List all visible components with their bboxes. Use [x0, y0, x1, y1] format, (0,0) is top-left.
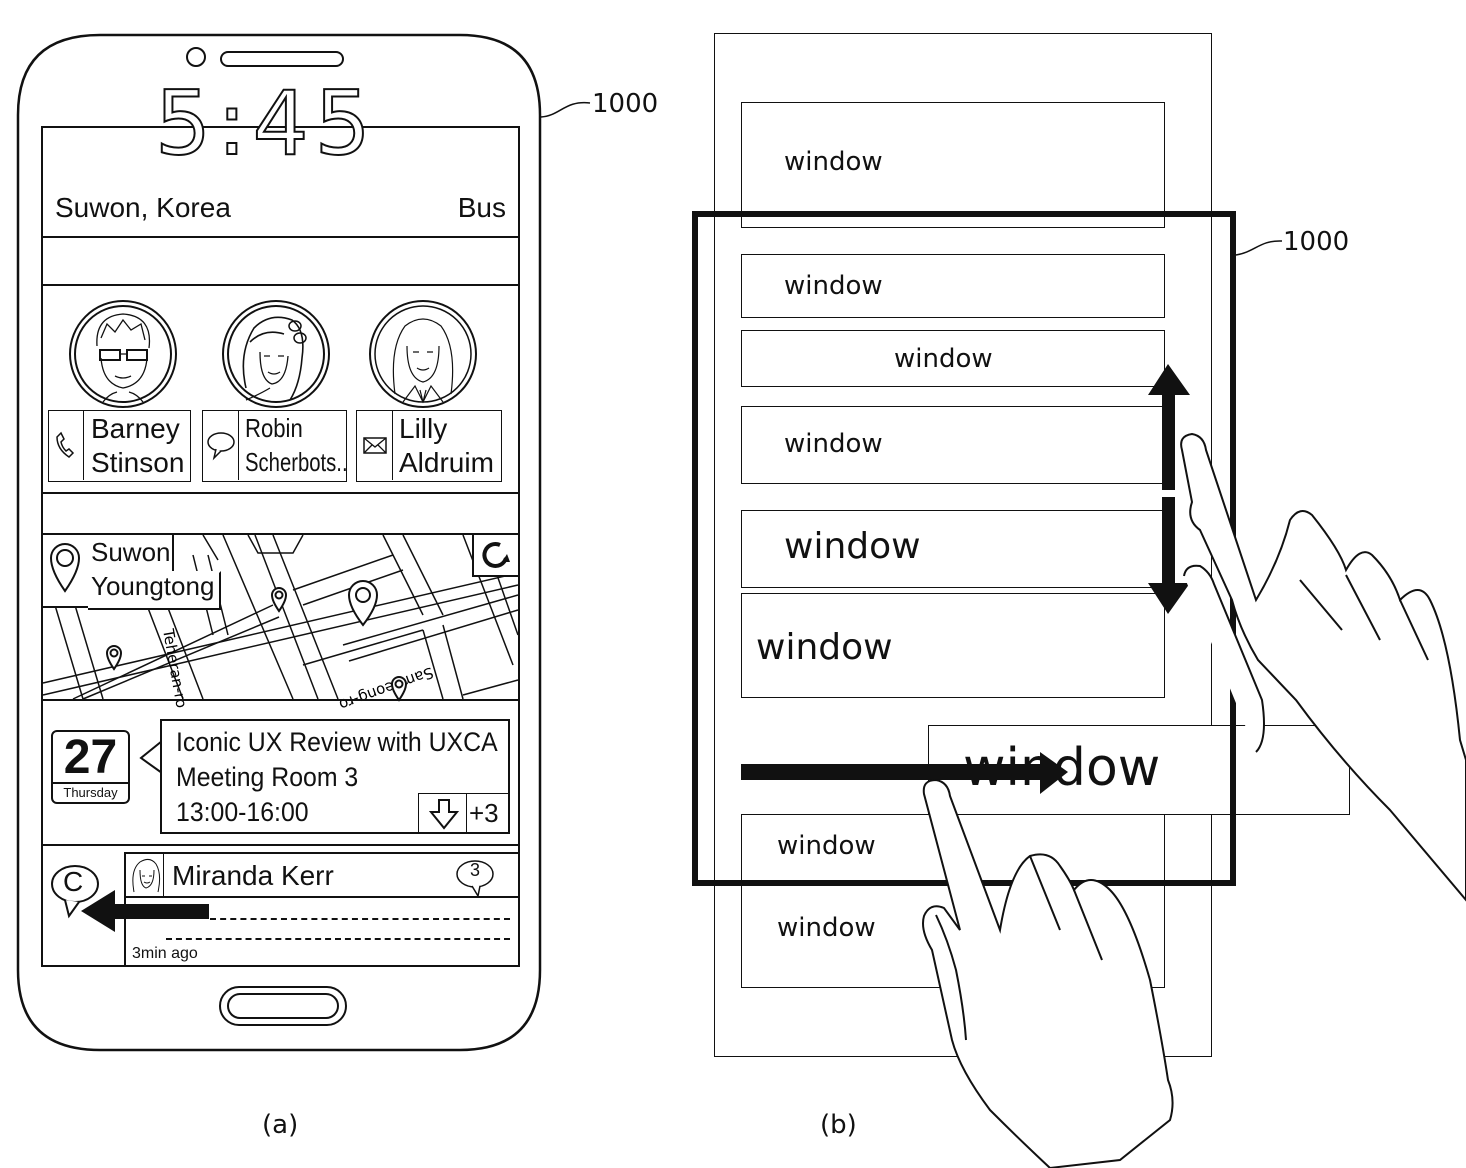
- panel-b-caption: (b): [820, 1110, 857, 1140]
- window-2[interactable]: window: [741, 254, 1165, 318]
- message-card[interactable]: Miranda Kerr 3 3min ago: [124, 852, 520, 967]
- calendar-date-badge: 27 Thursday: [51, 730, 130, 804]
- clock-transport: Bus: [457, 192, 506, 223]
- window-label: window: [894, 344, 993, 374]
- map-location-label-top: [88, 535, 174, 573]
- refresh-icon: [482, 542, 510, 568]
- contact-first-name: Robin: [245, 413, 303, 443]
- divider: [43, 533, 518, 535]
- reference-numeral-1000: 1000: [592, 89, 659, 119]
- chat-app-icon[interactable]: [47, 862, 103, 922]
- unread-count: 3: [470, 860, 481, 880]
- contact-first-name: Lilly: [399, 413, 448, 444]
- left-hand-drag-icon: [922, 778, 1174, 1168]
- message-widget[interactable]: C Miranda Kerr 3 3min ago: [43, 846, 520, 967]
- map-location-line2: Youngtong: [91, 571, 215, 601]
- map-location-label-bottom: [88, 571, 221, 610]
- window-3[interactable]: window: [741, 330, 1165, 387]
- window-label: window: [777, 913, 876, 943]
- panel-a-caption: (a): [262, 1110, 299, 1140]
- window-label: window: [784, 526, 921, 567]
- map-location-line1: Suwon: [91, 537, 171, 567]
- calendar-day-number: 27: [63, 731, 118, 784]
- window-6[interactable]: window: [741, 593, 1165, 698]
- window-4[interactable]: window: [741, 406, 1165, 484]
- divider: [43, 492, 518, 494]
- drag-right-arrow-icon: [741, 752, 1068, 794]
- divider: [53, 782, 128, 784]
- contact-last-name: Aldruim: [399, 447, 494, 478]
- window-label: window: [784, 271, 883, 301]
- callout-pointer: [139, 740, 163, 774]
- divider: [43, 236, 518, 238]
- speaker-grille: [220, 51, 344, 67]
- divider: [43, 699, 518, 701]
- email-button[interactable]: [357, 411, 393, 480]
- chat-app-letter: C: [63, 866, 84, 897]
- message-preview-line: [210, 918, 510, 920]
- contact-last-name: Stinson: [91, 447, 185, 478]
- resize-down-arrow-icon: [1148, 497, 1190, 614]
- swipe-left-arrow-icon: [81, 890, 209, 932]
- clock-time: 5:45: [154, 72, 377, 175]
- map-refresh-button[interactable]: [472, 535, 518, 577]
- event-location: Meeting Room 3: [176, 762, 359, 792]
- contact-first-name: Barney: [91, 413, 180, 444]
- window-label: window: [756, 627, 893, 668]
- chat-bubble-icon: [207, 432, 235, 461]
- message-sender: Miranda Kerr: [172, 860, 334, 891]
- envelope-icon: [363, 437, 387, 454]
- event-time: 13:00-16:00: [176, 797, 309, 827]
- window-7-dragged[interactable]: window: [928, 725, 1350, 815]
- contacts-widget: Barney Stinson Robin Scherbots.. Lilly A: [43, 286, 518, 492]
- contact-card-robin[interactable]: Robin Scherbots..: [202, 410, 348, 482]
- window-label: window: [784, 429, 883, 459]
- down-arrow-icon: [428, 799, 460, 830]
- avatar[interactable]: [367, 298, 479, 410]
- reference-numeral-1000: 1000: [1283, 227, 1350, 257]
- clock-location: Suwon, Korea: [55, 192, 231, 223]
- sender-avatar: [126, 854, 164, 896]
- calendar-widget[interactable]: 27 Thursday Iconic UX Review with UXCA M…: [43, 701, 518, 844]
- message-button[interactable]: [203, 411, 239, 480]
- window-1[interactable]: window: [741, 102, 1165, 228]
- avatar[interactable]: [220, 298, 332, 410]
- call-button[interactable]: [49, 411, 84, 480]
- event-title: Iconic UX Review with UXCA: [176, 727, 498, 757]
- right-hand-pinch-icon: [1180, 432, 1466, 902]
- window-5[interactable]: window: [741, 510, 1165, 588]
- clock-widget[interactable]: 5:45 Suwon, Korea Bus: [43, 79, 518, 237]
- avatar-thumbnail: [132, 858, 161, 893]
- contact-card-barney[interactable]: Barney Stinson: [48, 410, 191, 482]
- event-card[interactable]: Iconic UX Review with UXCA Meeting Room …: [160, 719, 510, 834]
- expand-event-button[interactable]: [418, 793, 467, 833]
- divider: [43, 844, 518, 846]
- window-label: window: [784, 147, 883, 177]
- phone-icon: [56, 431, 75, 458]
- more-events-count: +3: [469, 798, 499, 828]
- avatar[interactable]: [67, 298, 179, 410]
- window-label: window: [777, 831, 876, 861]
- message-preview-line: [166, 938, 510, 940]
- more-events-button[interactable]: +3: [466, 793, 509, 833]
- contact-last-name: Scherbots..: [245, 447, 348, 477]
- divider: [43, 284, 518, 286]
- calendar-day-name: Thursday: [63, 785, 118, 800]
- location-pin-icon: [49, 543, 81, 593]
- resize-up-arrow-icon: [1148, 364, 1190, 490]
- message-timestamp: 3min ago: [132, 945, 198, 962]
- divider: [126, 896, 520, 898]
- front-camera-icon: [186, 47, 344, 67]
- home-button[interactable]: [218, 985, 348, 1029]
- contact-card-lilly[interactable]: Lilly Aldruim: [356, 410, 502, 482]
